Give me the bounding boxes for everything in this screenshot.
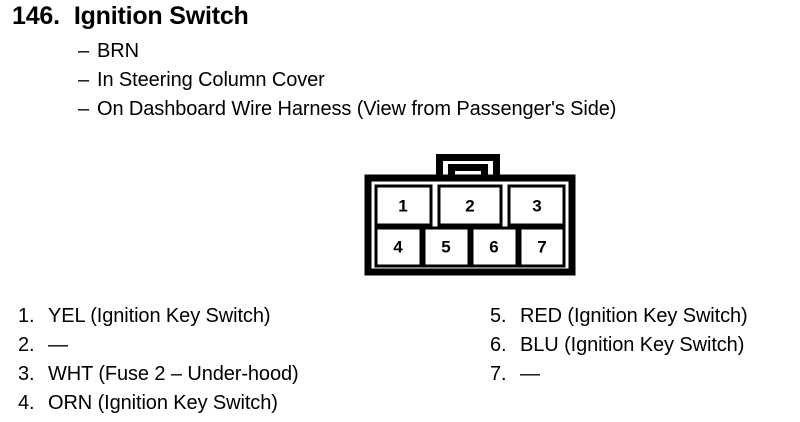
connector-pin-label-5: 5: [441, 237, 450, 256]
connector-pin-label-7: 7: [537, 237, 546, 256]
connector-pin-cell-7: [518, 226, 566, 268]
legend-pin-description: —: [520, 363, 540, 385]
connector-latch-tab: [436, 154, 500, 180]
legend-pin-description: ORN (Ignition Key Switch): [48, 392, 278, 414]
connector-diagram: 1 2 3 4 5 6 7: [360, 146, 580, 276]
connector-latch-slot: [448, 164, 488, 180]
bullet-dash-icon: –: [78, 40, 90, 62]
connector-pin-cell-2: [437, 184, 503, 227]
connector-pin-label-2: 2: [465, 196, 474, 215]
bullet-dash-icon: –: [78, 69, 90, 91]
connector-pin-cell-4: [374, 226, 423, 268]
legend-pin-description: —: [48, 334, 68, 356]
page-title-text: Ignition Switch: [73, 2, 249, 30]
legend-pin-number: 1.: [18, 305, 35, 327]
list-item: 1. YEL (Ignition Key Switch): [18, 302, 299, 331]
list-item: 6. BLU (Ignition Key Switch): [490, 331, 748, 360]
list-item: 2. —: [18, 331, 299, 360]
legend-pin-description: YEL (Ignition Key Switch): [48, 305, 271, 327]
legend-pin-description: RED (Ignition Key Switch): [520, 305, 748, 327]
legend-pin-description: WHT (Fuse 2 – Under-hood): [48, 363, 299, 385]
pin-legend-right: 5. RED (Ignition Key Switch) 6. BLU (Ignit…: [490, 302, 748, 389]
connector-pin-cell-5: [422, 226, 471, 268]
header-bullet-label: In Steering Column Cover: [97, 69, 325, 91]
legend-pin-number: 4.: [18, 392, 35, 414]
legend-pin-number: 7.: [490, 363, 507, 385]
connector-pin-label-6: 6: [489, 237, 498, 256]
connector-svg: 1 2 3 4 5 6 7: [364, 154, 576, 276]
connector-pin-label-3: 3: [532, 196, 541, 215]
pin-legend-left: 1. YEL (Ignition Key Switch) 2. — 3. WHT (F…: [18, 302, 299, 418]
list-item: 3. WHT (Fuse 2 – Under-hood): [18, 360, 299, 389]
legend-pin-number: 2.: [18, 334, 35, 356]
bullet-dash-icon: –: [78, 98, 90, 120]
connector-pin-cell-1: [374, 184, 433, 227]
header-bullet-location: –In Steering Column Cover: [78, 69, 325, 92]
header-bullet-label: On Dashboard Wire Harness (View from Pas…: [97, 98, 617, 120]
list-item: 5. RED (Ignition Key Switch): [490, 302, 748, 331]
connector-pin-cell-6: [470, 226, 519, 268]
header-bullet-brn: –BRN: [78, 40, 139, 63]
legend-pin-number: 5.: [490, 305, 507, 327]
connector-pin-label-1: 1: [398, 196, 407, 215]
connector-pin-label-4: 4: [393, 237, 403, 256]
list-item: 4. ORN (Ignition Key Switch): [18, 389, 299, 418]
legend-pin-description: BLU (Ignition Key Switch): [520, 334, 745, 356]
connector-pin-cell-3: [507, 184, 566, 227]
legend-pin-number: 3.: [18, 363, 35, 385]
header-bullet-label: BRN: [97, 40, 139, 62]
page-title: 146. Ignition Switch: [12, 2, 249, 31]
header-bullet-harness: –On Dashboard Wire Harness (View from Pa…: [78, 98, 616, 121]
list-item: 7. —: [490, 360, 748, 389]
page-title-number: 146.: [12, 2, 60, 30]
legend-pin-number: 6.: [490, 334, 507, 356]
